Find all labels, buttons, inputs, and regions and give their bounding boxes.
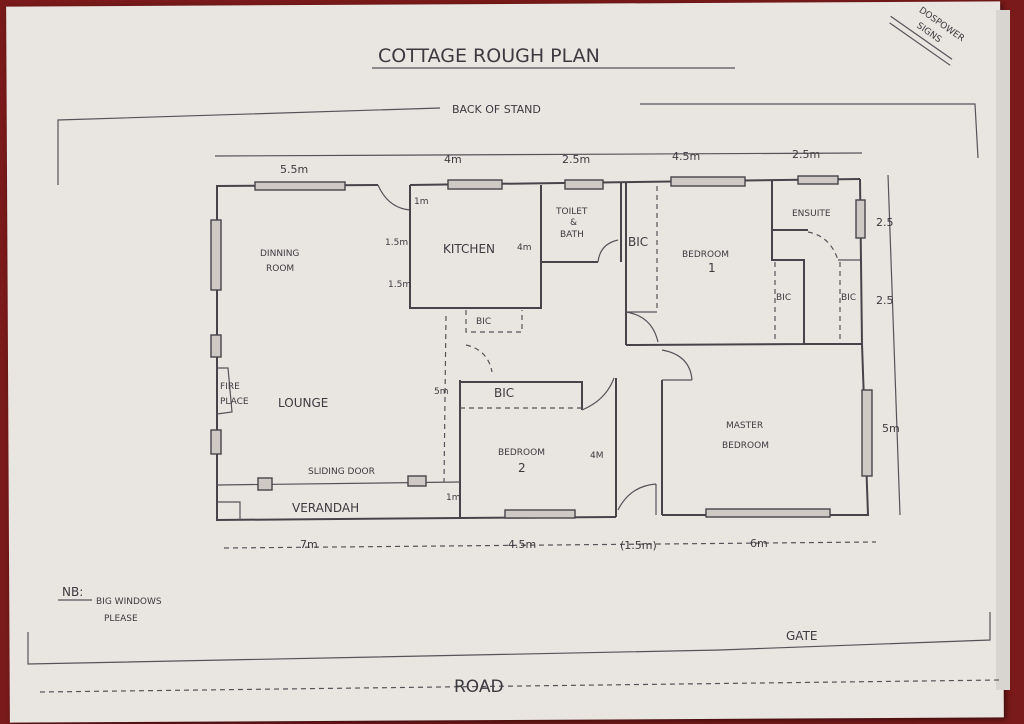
bic-b1-left-label: BIC (628, 235, 648, 249)
window-master-bottom (705, 508, 831, 518)
dim-right-3: 5m (882, 422, 900, 435)
bedroom1-walls (625, 180, 805, 346)
door-arc-ensuite (807, 231, 839, 261)
lounge-label: LOUNGE (278, 396, 328, 410)
dim-top-4: 4.5m (672, 150, 700, 163)
bottom-dimension-line (223, 541, 877, 549)
note-line-1: BIG WINDOWS (96, 597, 162, 607)
dim-bottom-1: 7m (300, 538, 318, 551)
dim-top-1: 5.5m (280, 163, 308, 176)
ensuite-bic-label: BIC (841, 293, 856, 303)
bedroom2-top-wall (460, 381, 583, 410)
kitchen-bic-label: BIC (476, 317, 491, 327)
kitchen-dim-4m: 4m (517, 243, 532, 253)
sliding-door-post-1 (257, 477, 273, 491)
kitchen-bic-outline (465, 310, 523, 333)
window-dinning-side (210, 219, 222, 291)
toilet-label-1: TOILET (555, 207, 588, 217)
sliding-door-post-2 (407, 475, 427, 487)
dim-top-2: 4m (444, 153, 462, 166)
back-of-stand-label: BACK OF STAND (452, 103, 541, 116)
window-ensuite-side (855, 199, 866, 239)
kitchen-dim-1.5m-a: 1.5m (385, 238, 408, 248)
kitchen-label: KITCHEN (443, 242, 495, 256)
master-label-2: BEDROOM (722, 441, 769, 451)
sliding-door-label: SLIDING DOOR (308, 467, 375, 477)
door-arc-bedroom1 (625, 311, 659, 343)
window-toilet (564, 179, 604, 190)
top-dimension-line (214, 152, 863, 157)
kitchen-dim-1.5m-b: 1.5m (388, 280, 411, 290)
dinning-label-2: ROOM (266, 264, 294, 274)
dim-bottom-3: (1.5m) (620, 539, 657, 552)
bedroom2-bic-label: BIC (494, 386, 514, 400)
kitchen-dim-1m: 1m (414, 197, 429, 207)
bedroom2-label-1: BEDROOM (498, 448, 545, 458)
door-arc-entrance (377, 184, 411, 211)
master-label-1: MASTER (726, 421, 763, 431)
window-bedroom2 (504, 509, 576, 519)
bedroom2-dimension-dash (443, 315, 447, 483)
bedroom2-dim-4m: 4M (590, 451, 604, 461)
plan-title: COTTAGE ROUGH PLAN (378, 45, 600, 67)
window-bedroom1 (670, 176, 746, 187)
note-line-2: PLEASE (104, 614, 138, 624)
toilet-label-3: BATH (560, 230, 584, 240)
road-boundary (27, 612, 991, 665)
dim-bottom-4: 6m (750, 537, 768, 550)
fireplace-label-2: PLACE (220, 397, 249, 407)
bic-b1-right-label: BIC (776, 293, 791, 303)
dinning-label-1: DINNING (260, 249, 299, 259)
dim-bottom-2: 4.5m (508, 538, 536, 551)
door-arc-master (661, 349, 693, 381)
door-arc-bedroom2 (581, 377, 615, 411)
window-master-side (861, 389, 873, 477)
stamp-hatch-2 (889, 22, 951, 66)
back-boundary-right (640, 103, 979, 159)
dim-right-2: 2.5 (876, 294, 894, 307)
bedroom2-dim-5m: 5m (434, 387, 449, 397)
door-arc-toilet (597, 239, 619, 263)
bedroom1-label-1: BEDROOM (682, 250, 729, 260)
bedroom2-label-2: 2 (518, 461, 526, 475)
bedroom1-label-2: 1 (708, 261, 716, 275)
verandah-label: VERANDAH (292, 501, 359, 515)
right-dimension-line (887, 174, 901, 516)
road-centre-line (39, 679, 1001, 693)
toilet-label-2: & (570, 218, 577, 228)
bedroom2-dim-1m: 1m (446, 493, 461, 503)
note-nb: NB: (62, 585, 83, 599)
road-label: ROAD (454, 677, 504, 697)
dim-top-3: 2.5m (562, 153, 590, 166)
stamp-hatch-1 (890, 15, 953, 60)
window-dinning-top (254, 181, 346, 191)
window-ensuite (797, 175, 839, 185)
kitchen-walls (409, 185, 542, 309)
window-kitchen (447, 179, 503, 190)
door-arc-hall (465, 344, 493, 373)
window-lounge-2 (210, 429, 222, 455)
paper-edge (996, 10, 1010, 690)
dospower-stamp: DOSPOWER SIGNS (889, 6, 966, 66)
fireplace-label-1: FIRE (220, 382, 240, 392)
fireplace-outline (216, 367, 233, 415)
back-boundary-left (57, 107, 441, 185)
ensuite-label: ENSUITE (792, 209, 831, 219)
verandah-corner (217, 501, 241, 520)
dim-right-1: 2.5 (876, 216, 894, 229)
outer-wall-right (662, 178, 870, 516)
window-lounge-1 (210, 334, 222, 358)
dim-top-5: 2.5m (792, 148, 820, 161)
door-arc-front (617, 483, 657, 511)
gate-label: GATE (786, 629, 818, 643)
